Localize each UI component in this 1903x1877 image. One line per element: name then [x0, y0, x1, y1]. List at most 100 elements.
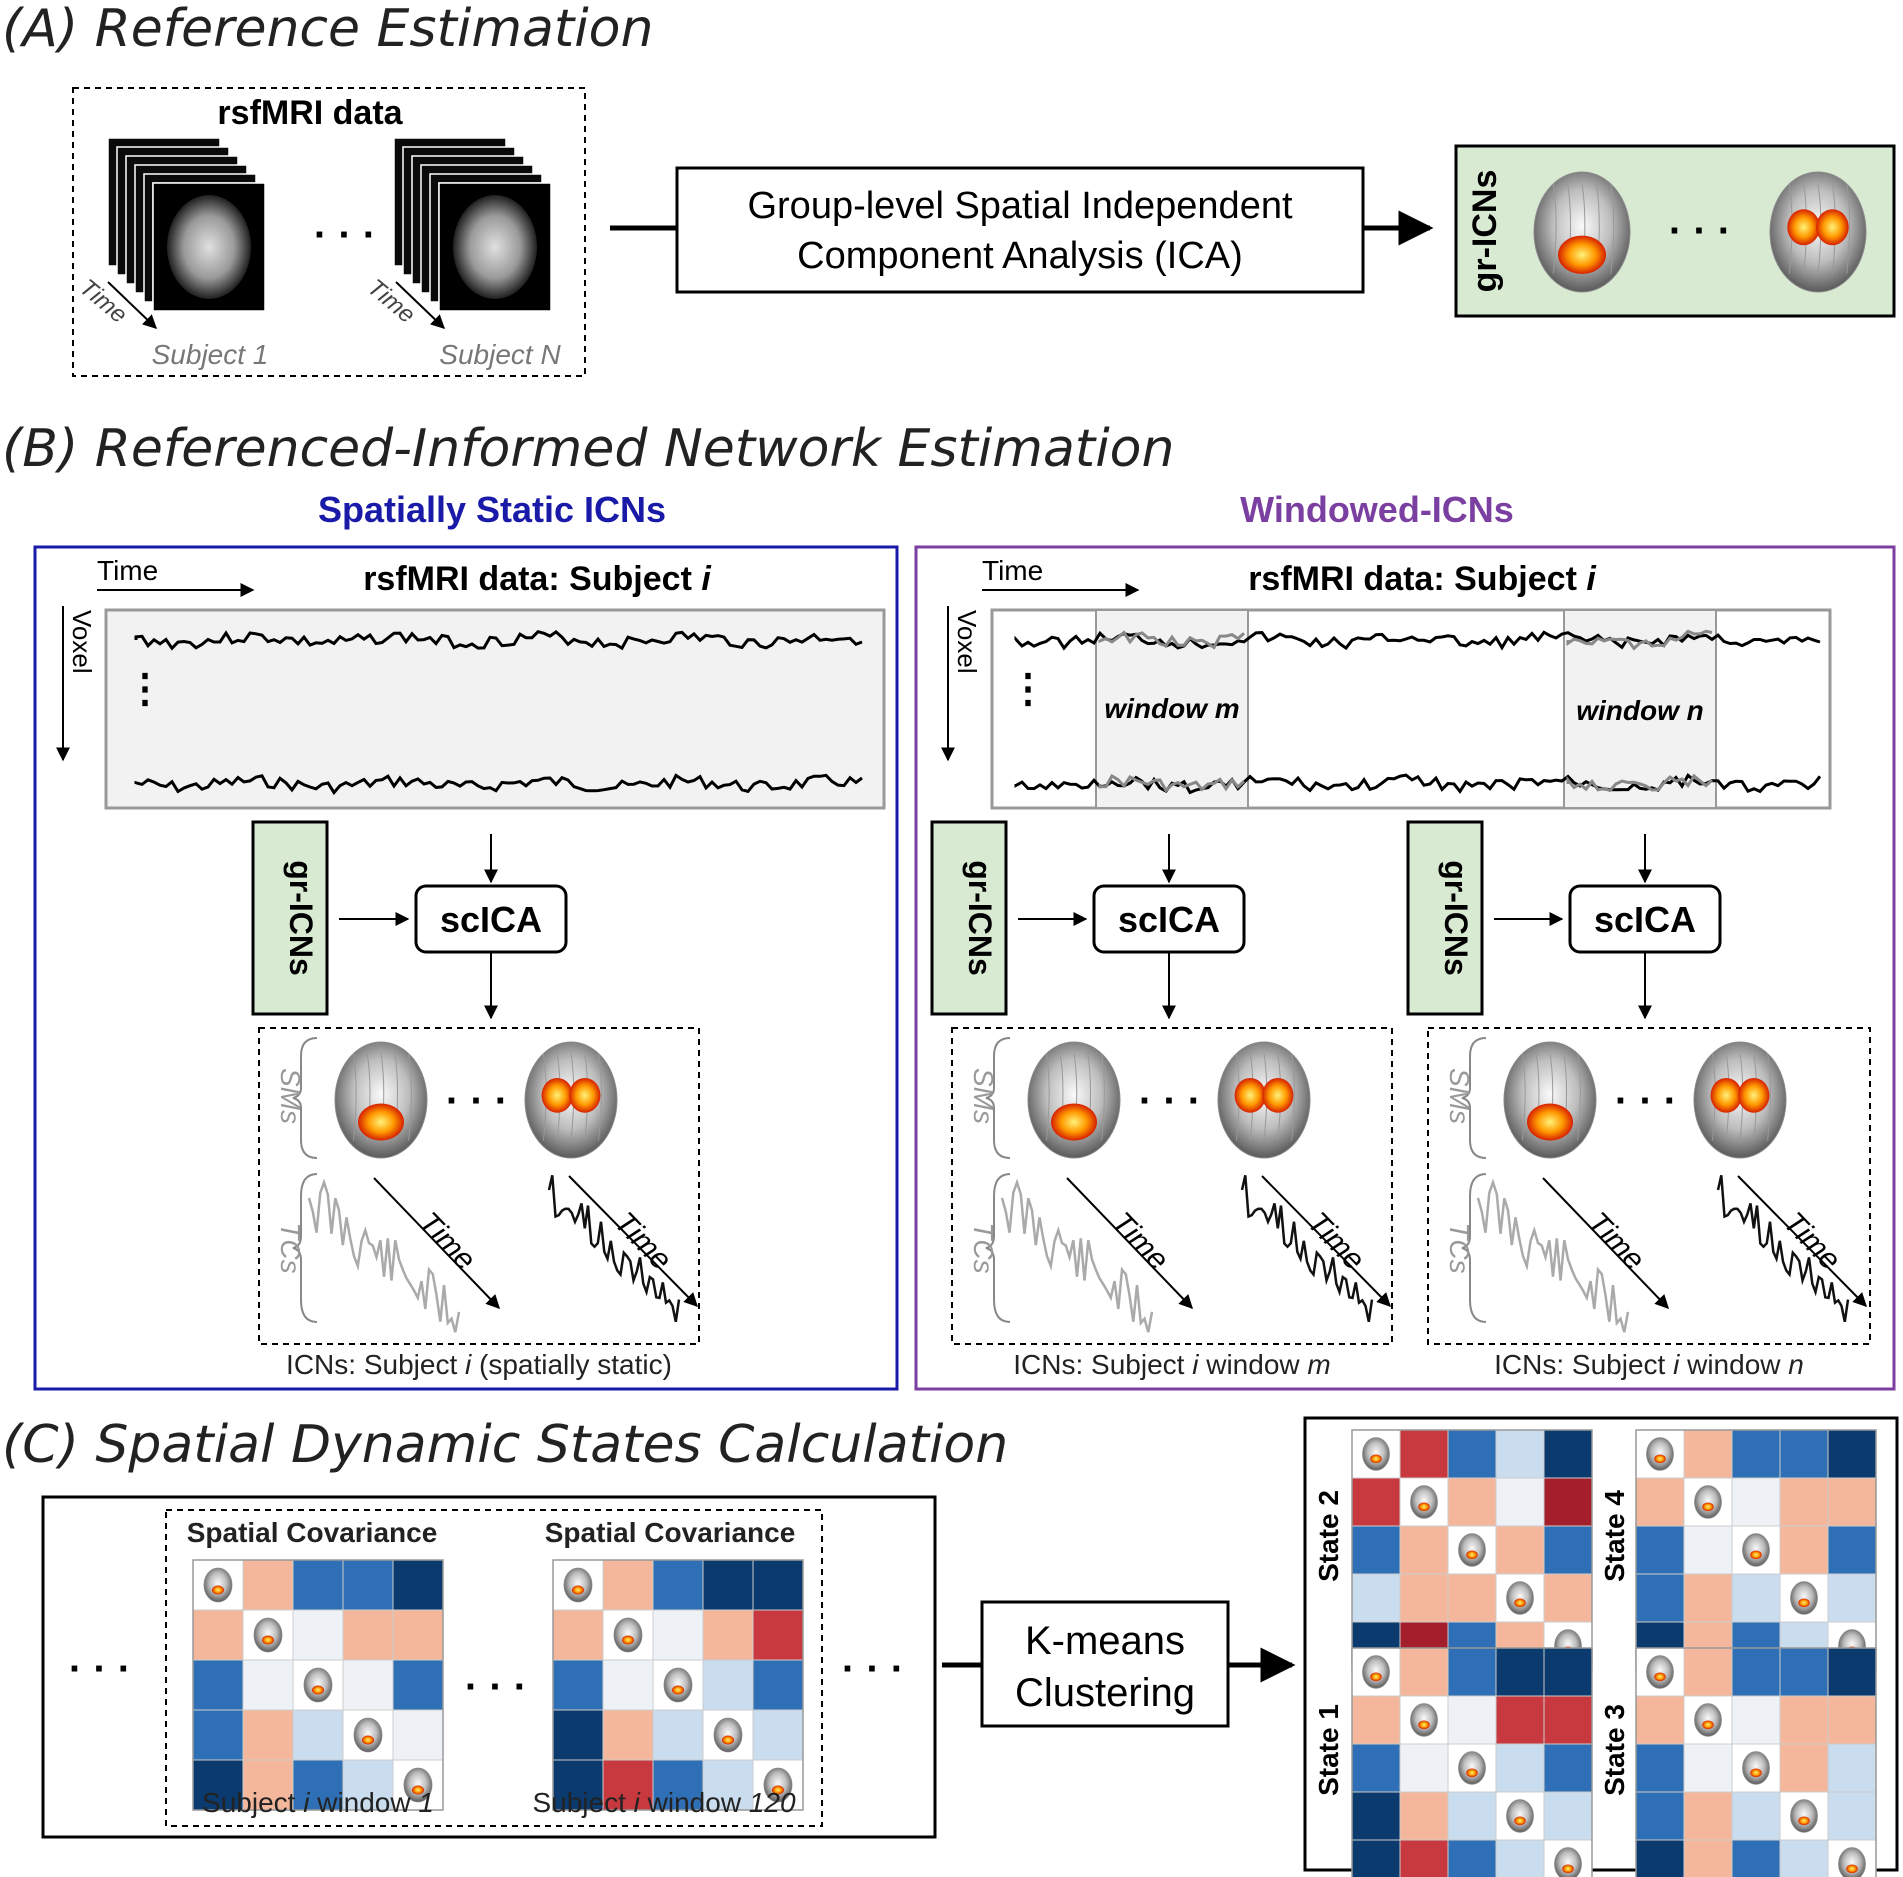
left-ellipsis-c: · · ·: [69, 1647, 131, 1691]
kmeans-line-1: K-means: [1025, 1619, 1185, 1663]
timecourse-1: [1476, 1178, 1630, 1333]
voxel-signal-1: [1014, 630, 1821, 651]
activation-blob-left: [1787, 209, 1820, 246]
title-part: rsfMRI data: Subject: [1248, 560, 1586, 598]
diag-brain: [613, 1617, 643, 1653]
sms-brace: [1461, 1037, 1487, 1159]
diag-blob: [772, 1785, 784, 1795]
diag-blob: [1466, 1550, 1478, 1560]
cov-cell: [1399, 1743, 1449, 1793]
time-label: Time: [1301, 1206, 1371, 1277]
cov-cell: [1827, 1477, 1877, 1527]
diag-blob: [1750, 1550, 1762, 1560]
cov-cell: [1635, 1477, 1685, 1527]
cov-cell: [1351, 1695, 1401, 1745]
icn-ellipsis: · · ·: [1139, 1079, 1201, 1123]
cov-cell: [552, 1659, 604, 1711]
rsfmri-data-title: rsfMRI data: [217, 94, 403, 132]
state-2-matrix: [1351, 1429, 1593, 1671]
diag-blob: [1846, 1864, 1858, 1874]
diag-brain: [1790, 1799, 1818, 1833]
cov-cell: [1683, 1525, 1733, 1575]
cov-cell: [1495, 1477, 1545, 1527]
time-arrow: [1737, 1175, 1867, 1307]
cov-cell: [392, 1609, 444, 1661]
diag-blob: [412, 1785, 424, 1795]
diag-brain: [1694, 1485, 1722, 1519]
brain-outline: [1503, 1041, 1597, 1159]
cov-cell: [752, 1709, 804, 1761]
time-label: Time: [1105, 1206, 1175, 1277]
cov-cell: [652, 1559, 704, 1611]
voxel-label: Voxel: [952, 610, 982, 674]
icn-dashed-box: [258, 1027, 700, 1345]
cov-cell: [1399, 1647, 1449, 1697]
diag-brain: [1742, 1533, 1770, 1567]
matrix-border: [552, 1559, 804, 1811]
section-b-title: (B) Referenced-Informed Network Estimati…: [2, 419, 1174, 479]
cov-cell: [342, 1559, 394, 1611]
time-label: Time: [97, 555, 158, 586]
time-label: Time: [608, 1206, 678, 1277]
diag-brain: [1410, 1703, 1438, 1737]
tcs-brace: [985, 1173, 1011, 1323]
cov-cell: [1351, 1791, 1401, 1841]
diag-brain: [763, 1767, 793, 1803]
activation-blob: [1527, 1103, 1573, 1141]
activation-blob: [358, 1103, 404, 1141]
cov-cell: [552, 1609, 604, 1661]
diag-brain: [403, 1767, 433, 1803]
states-box: [1303, 1416, 1899, 1872]
state-4-label: State 4: [1599, 1490, 1630, 1582]
cov-cell: [1635, 1573, 1685, 1623]
diag-brain: [1790, 1581, 1818, 1615]
diag-brain: [1458, 1751, 1486, 1785]
caption-part: i: [1673, 1349, 1680, 1380]
ica-line-1: Group-level Spatial Independent: [747, 185, 1292, 227]
sms-label: SMs: [1444, 1068, 1475, 1124]
icn-caption: ICNs: Subject i (spatially static): [286, 1349, 672, 1380]
cov-cell: [652, 1609, 704, 1661]
activation-blob: [1558, 235, 1606, 274]
static-panel-frame: [33, 545, 899, 1391]
tcs-brace: [1461, 1173, 1487, 1323]
window-m-label: window m: [1104, 693, 1239, 724]
cov-cell: [1351, 1573, 1401, 1623]
cov-cell: [652, 1709, 704, 1761]
time-arrow-subject-1: [107, 281, 158, 329]
mri-brain: [167, 195, 251, 299]
kmeans-line-2: Clustering: [1015, 1671, 1195, 1715]
time-arrow: [373, 1177, 500, 1310]
brain-sulcus: [1291, 1053, 1295, 1141]
window-m-signal-2: [1098, 773, 1246, 793]
diag-brain: [1646, 1437, 1674, 1471]
brain-sulcus: [1521, 1053, 1526, 1141]
rsfmri-subject-title: rsfMRI data: Subject i: [1248, 560, 1597, 598]
state-1-matrix: [1351, 1647, 1593, 1877]
cov-cell: [1543, 1525, 1593, 1575]
cov-cell: [602, 1659, 654, 1711]
cov-cell: [1351, 1525, 1401, 1575]
diag-blob: [1418, 1502, 1430, 1512]
sms-brace: [985, 1037, 1011, 1159]
time-label: Time: [1777, 1206, 1847, 1277]
cov-cell: [752, 1659, 804, 1711]
right-ellipsis-c: · · ·: [842, 1647, 904, 1691]
time-label: Time: [412, 1206, 482, 1277]
cov-cell: [552, 1759, 604, 1811]
diag-blob: [1798, 1598, 1810, 1608]
diag-brain: [1646, 1655, 1674, 1689]
diag-brain: [253, 1617, 283, 1653]
cov-cell: [292, 1559, 344, 1611]
timecourse-2: [547, 1175, 681, 1323]
cov-cell: [752, 1559, 804, 1611]
rsfmri-subject-title: rsfMRI data: Subject i: [363, 560, 712, 598]
diag-brain: [713, 1717, 743, 1753]
cov-cell: [1779, 1429, 1829, 1479]
cov-cell: [1399, 1791, 1449, 1841]
activation-blob-right: [1738, 1077, 1770, 1113]
brain-sulcus: [1552, 183, 1557, 275]
scica-label: scICA: [1118, 899, 1220, 940]
time-label-subject-1: Time: [74, 274, 132, 329]
mat2-caption: Subject i window 120: [532, 1787, 795, 1818]
